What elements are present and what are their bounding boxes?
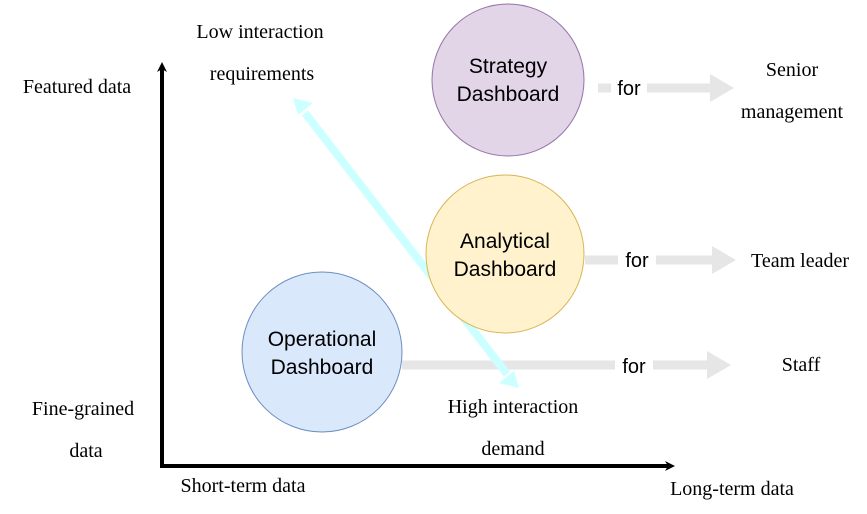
audience-senior-line1: Senior	[766, 59, 819, 81]
for-label-bg	[615, 353, 653, 379]
high-interaction-label-line1: High interaction	[448, 396, 579, 418]
interaction-arrow-head-down	[499, 371, 519, 388]
y-axis-top-label: Featured data	[23, 76, 131, 98]
audience-senior-line2: management	[741, 101, 844, 123]
y-axis-bottom-label-line1: Fine-grained	[32, 398, 134, 420]
operational-for-label: for	[622, 356, 646, 378]
analytical-dashboard-node: Analytical Dashboard	[425, 174, 585, 334]
interaction-arrow-head-up	[293, 98, 313, 115]
strategy-dashboard-node: Strategy Dashboard	[431, 3, 585, 157]
flow-arrow-head	[712, 246, 736, 274]
interaction-double-arrow	[293, 98, 519, 388]
high-interaction-label-line2: demand	[481, 438, 544, 460]
x-axis-right-label: Long-term data	[670, 478, 794, 500]
analytical-dashboard-title-line1: Analytical	[460, 230, 550, 253]
x-axis-left-label: Short-term data	[181, 475, 306, 497]
for-label-bg	[618, 247, 656, 273]
flow-arrow-operational	[402, 351, 731, 379]
analytical-dashboard-circle	[425, 174, 585, 334]
operational-dashboard-title-line2: Dashboard	[271, 356, 374, 379]
flow-arrow-head	[707, 351, 731, 379]
strategy-dashboard-title-line1: Strategy	[469, 55, 548, 78]
low-interaction-label-line1: Low interaction	[196, 21, 323, 43]
low-interaction-label-line2: requirements	[210, 63, 315, 85]
operational-dashboard-circle	[241, 271, 403, 433]
strategy-dashboard-title-line2: Dashboard	[457, 83, 560, 106]
analytical-dashboard-title-line2: Dashboard	[454, 258, 557, 281]
operational-dashboard-title-line1: Operational	[268, 328, 377, 351]
flow-arrow-analytical	[585, 246, 736, 274]
flow-arrow-head	[710, 74, 734, 102]
strategy-for-label: for	[617, 78, 641, 100]
y-axis-bottom-label-line2: data	[69, 440, 102, 462]
strategy-dashboard-circle	[431, 3, 585, 157]
interaction-arrow-shaft	[301, 110, 511, 377]
for-label-bg	[611, 74, 647, 100]
audience-staff: Staff	[782, 354, 821, 376]
operational-dashboard-node: Operational Dashboard	[241, 271, 403, 433]
analytical-for-label: for	[625, 250, 649, 272]
audience-team-leader: Team leader	[751, 250, 849, 272]
